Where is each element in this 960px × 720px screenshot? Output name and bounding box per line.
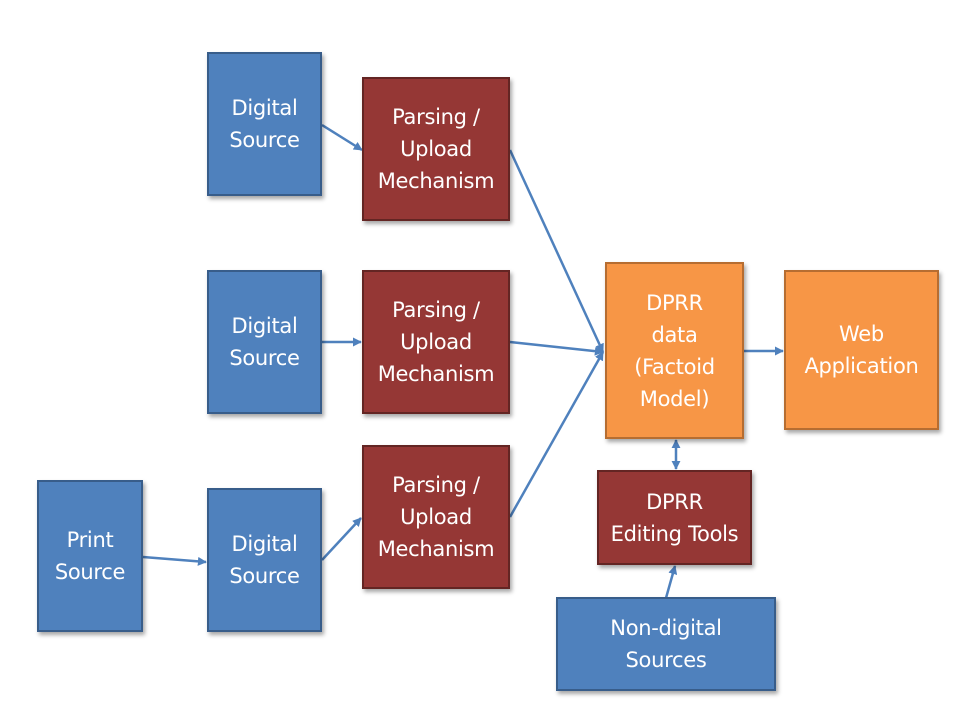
non-digital-sources-box: Non-digital Sources bbox=[556, 597, 776, 691]
digital-source-box-1: Digital Source bbox=[207, 52, 322, 196]
edge-print-source-to-digital-source-3 bbox=[142, 555, 207, 566]
parsing-upload-box-1: Parsing / Upload Mechanism bbox=[362, 77, 510, 221]
edge-parsing-3-to-dprr-data bbox=[508, 351, 605, 518]
dprr-data-box: DPRR data (Factoid Model) bbox=[605, 262, 744, 439]
edge-non-digital-sources-to-editing-tools bbox=[664, 565, 678, 599]
parsing-upload-box-2: Parsing / Upload Mechanism bbox=[362, 270, 510, 414]
edge-parsing-1-to-dprr-data bbox=[508, 149, 605, 353]
edge-parsing-2-to-dprr-data bbox=[509, 340, 604, 356]
digital-source-box-2: Digital Source bbox=[207, 270, 322, 414]
parsing-upload-box-3: Parsing / Upload Mechanism bbox=[362, 445, 510, 589]
edge-digital-source-3-to-parsing-3 bbox=[321, 517, 362, 561]
digital-source-box-3: Digital Source bbox=[207, 488, 322, 632]
dprr-editing-tools-box: DPRR Editing Tools bbox=[597, 470, 752, 565]
web-application-box: Web Application bbox=[784, 270, 939, 430]
edge-digital-source-1-to-parsing-1 bbox=[321, 123, 363, 152]
print-source-box: Print Source bbox=[37, 480, 143, 632]
